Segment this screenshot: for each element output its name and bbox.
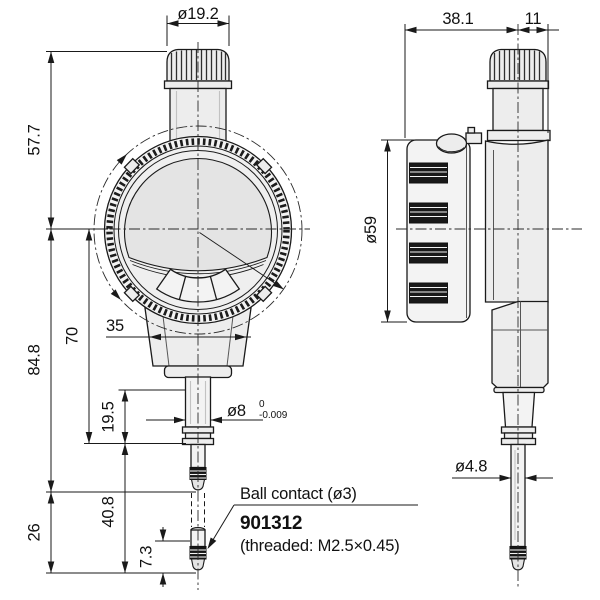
front-view [90,42,310,590]
dimension-7-3: 7.3 [138,527,190,587]
contact-tip-side [510,558,526,571]
side-bezel-slab [406,126,483,323]
ball-contact-callout: Ball contact (ø3) 901312 (threaded: M2.5… [204,485,418,555]
dimension-stem-diameter: ø8 0 -0.009 [146,399,288,424]
dim-text-bezel-diameter: ø59 [362,216,380,244]
dim-text-19-5: 19.5 [100,401,118,432]
dim-text-cap-diameter: ø19.2 [177,5,218,23]
dimension-40-8: 40.8 [100,443,129,573]
dim-text-stem-tol-upper: 0 [259,399,265,410]
dimension-84-8: 84.8 [26,229,196,493]
lcd-panel [123,157,273,272]
bezel-grip-pad [409,162,448,184]
dimension-26: 26 [26,492,196,574]
dimension-19-5: 19.5 [100,389,186,444]
bezel-clip-tabs [123,157,273,303]
dim-text-26: 26 [26,524,44,542]
dimension-cap-diameter: ø19.2 [166,5,230,46]
rotation-pointer [199,232,283,289]
dim-text-spindle-diameter: ø4.8 [455,458,487,476]
dimension-70: 70 [64,229,186,444]
dim-text-70: 70 [64,327,82,345]
dim-text-40-8: 40.8 [100,496,118,527]
side-body [484,139,549,394]
dim-text-11: 11 [525,10,542,28]
bezel-clamp-tab-step [467,126,476,134]
dim-text-7-3: 7.3 [138,546,156,568]
callout-ball-contact-label: Ball contact (ø3) [240,485,357,503]
dimension-38-1-and-11: 38.1 11 [404,10,559,138]
bezel-clamp-knob [435,133,468,154]
side-cap [486,48,551,142]
cap-knurl-ribs [493,50,541,80]
bezel-grip-pad [409,242,448,264]
side-stem-spindle [500,391,537,571]
cap-knurl-ribs [170,50,227,80]
button-divider [178,276,187,300]
contact-tip [190,478,206,491]
dimension-bezel-diameter: ø59 [362,139,430,323]
dim-text-84-8: 84.8 [26,344,44,375]
dim-text-57-7: 57.7 [26,124,44,155]
bezel-grip-pad [409,282,448,304]
callout-part-number: 901312 [240,513,302,534]
bezel-clamp-tab [465,132,483,145]
dim-text-stem-tol-lower: -0.009 [259,410,288,421]
dim-text-38-1: 38.1 [442,10,473,28]
bezel-grip-pad [409,202,448,224]
dimension-35: 35 [106,317,251,341]
dimension-57-7: 57.7 [26,51,167,230]
lug-base [493,386,545,394]
button-divider [209,276,218,300]
dim-text-35: 35 [106,317,124,335]
dimension-spindle-diameter: ø4.8 [452,458,553,482]
side-view [396,24,582,588]
dim-text-stem-diameter: ø8 [227,402,246,420]
neck-flange [486,129,551,142]
callout-thread-note: (threaded: M2.5×0.45) [240,537,400,555]
